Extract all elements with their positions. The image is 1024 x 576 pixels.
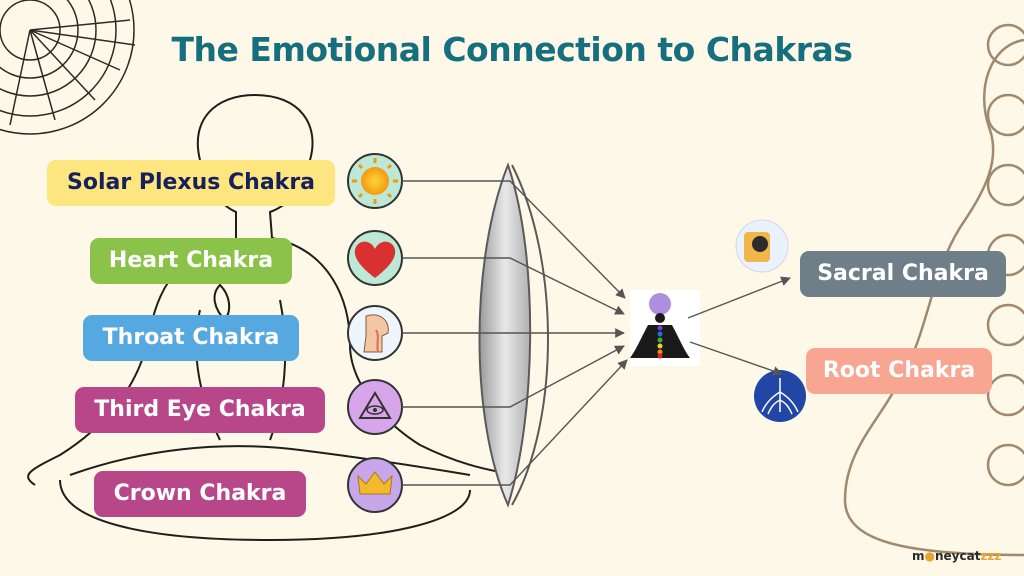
sun-icon (347, 153, 403, 209)
sacral-icon (735, 219, 789, 273)
logo-suffix: zzz (980, 549, 1002, 563)
mandala-decoration (0, 0, 136, 135)
logo-middle: neycat (935, 549, 981, 563)
eye-icon (347, 379, 403, 435)
throat-label: Throat Chakra (83, 315, 299, 361)
third-eye-label: Third Eye Chakra (75, 387, 325, 433)
heart-icon (347, 230, 403, 286)
meditation-center-icon (630, 290, 700, 366)
lens-shape (478, 162, 549, 508)
sacral-label: Sacral Chakra (800, 251, 1006, 297)
chakra-figure-right (843, 23, 1024, 557)
crown-icon (347, 457, 403, 513)
connector-lines (402, 180, 791, 486)
root-icon (754, 370, 806, 422)
throat-icon (347, 305, 403, 361)
root-label: Root Chakra (806, 348, 992, 394)
coin-icon: ● (924, 549, 935, 563)
logo-prefix: m (912, 549, 925, 563)
page-title: The Emotional Connection to Chakras (171, 30, 853, 69)
heart-label: Heart Chakra (90, 238, 292, 284)
crown-label: Crown Chakra (94, 471, 306, 517)
brand-logo: m●neycatzzz (912, 549, 1001, 563)
solar-plexus-label: Solar Plexus Chakra (47, 160, 335, 206)
